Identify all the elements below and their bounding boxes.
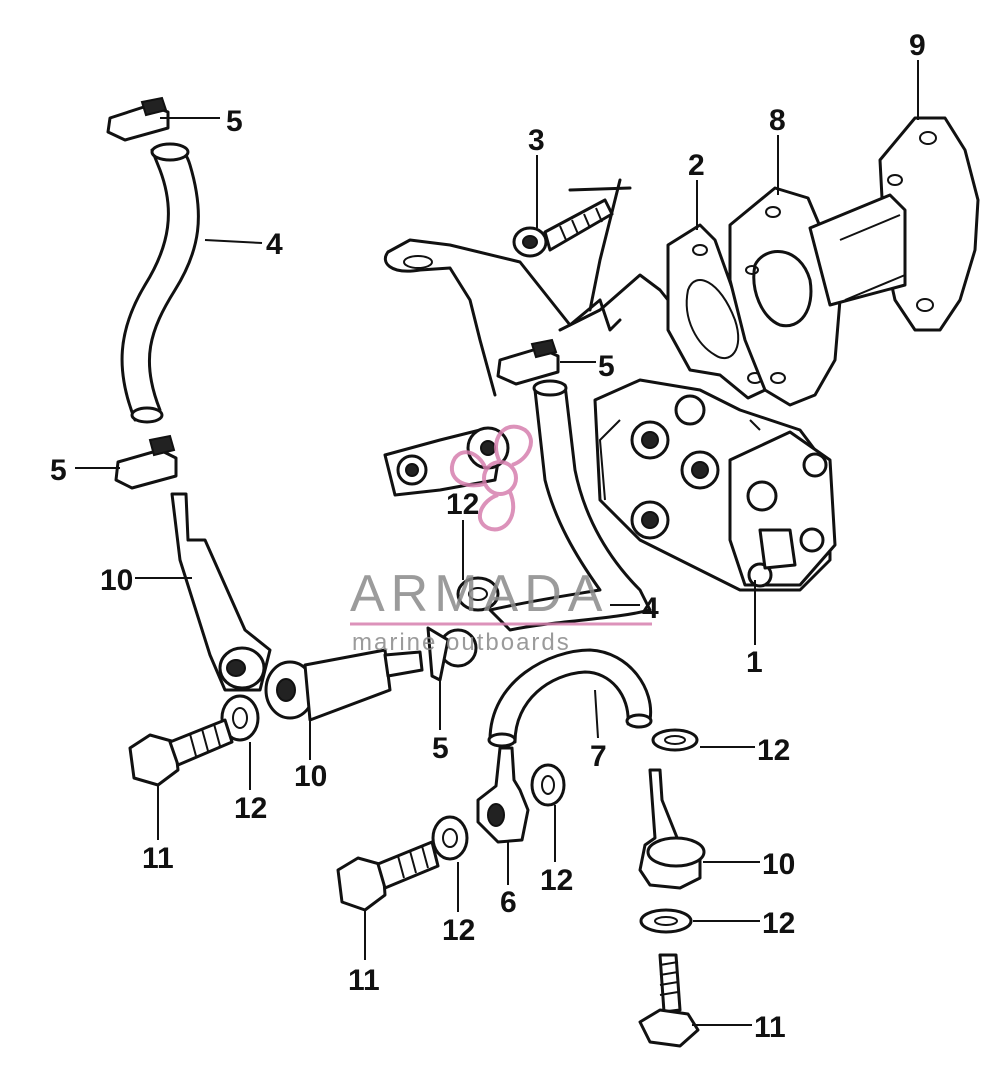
callout-7: 7 (590, 740, 607, 773)
callout-12-right-upper: 12 (757, 734, 790, 767)
callout-10-left: 10 (100, 564, 133, 597)
hose-clip-middle (496, 338, 560, 386)
propeller-logo-icon (449, 424, 533, 532)
bolt-bottom-right (638, 953, 700, 1048)
callout-5-bottom: 5 (432, 732, 449, 765)
callout-12-center-a: 12 (442, 914, 475, 947)
center-hose (488, 379, 652, 632)
spacer-9 (808, 116, 980, 332)
callout-4-center: 4 (642, 592, 659, 625)
hose-clip-top (106, 96, 170, 142)
callout-12-bracket: 12 (446, 488, 479, 521)
washer-bracket (456, 576, 500, 612)
washer-right-b (639, 908, 693, 934)
callout-12-right-lower: 12 (762, 907, 795, 940)
callout-5-middle: 5 (598, 350, 615, 383)
banjo-fitting-6 (476, 746, 530, 844)
callout-4-top: 4 (266, 228, 283, 261)
callout-11-center: 11 (348, 964, 380, 997)
callout-9: 9 (909, 29, 926, 62)
bolt-left (128, 718, 234, 787)
callout-6: 6 (500, 886, 517, 919)
screw-3 (512, 198, 614, 258)
washer-left (220, 694, 260, 742)
callout-5-top: 5 (226, 105, 243, 138)
callout-11-left: 11 (142, 842, 174, 875)
hose-clip-lower-left (114, 434, 178, 490)
callout-12-center-b: 12 (540, 864, 573, 897)
washer-center-a (431, 815, 469, 861)
banjo-fitting-middle (264, 648, 424, 722)
callout-labels: 5 4 5 10 3 2 8 9 5 4 1 12 10 12 11 5 7 1… (50, 29, 926, 1044)
callout-2: 2 (688, 149, 705, 182)
callout-1: 1 (746, 646, 763, 679)
callout-8: 8 (769, 104, 786, 137)
washer-center-b (530, 763, 566, 807)
bracket-fitting (383, 426, 510, 497)
banjo-fitting-left (170, 492, 272, 692)
watermark: ARMADA marine outboards (350, 424, 652, 656)
bolt-center (336, 840, 440, 912)
hose-clip-bottom (426, 626, 478, 682)
leader-lines (75, 60, 919, 1026)
watermark-tagline: marine outboards (352, 629, 571, 656)
callout-10-right: 10 (762, 848, 795, 881)
watermark-brand: ARMADA (350, 565, 608, 623)
callout-12-left: 12 (234, 792, 267, 825)
callout-5-left: 5 (50, 454, 67, 487)
fuel-pump-body (593, 378, 837, 592)
banjo-fitting-right (638, 768, 706, 890)
arched-hose-7 (487, 648, 653, 748)
callout-3: 3 (528, 124, 545, 157)
callout-10-middle: 10 (294, 760, 327, 793)
washer-right-a (651, 728, 699, 752)
callout-11-right: 11 (754, 1011, 786, 1044)
upper-hose (120, 142, 200, 424)
